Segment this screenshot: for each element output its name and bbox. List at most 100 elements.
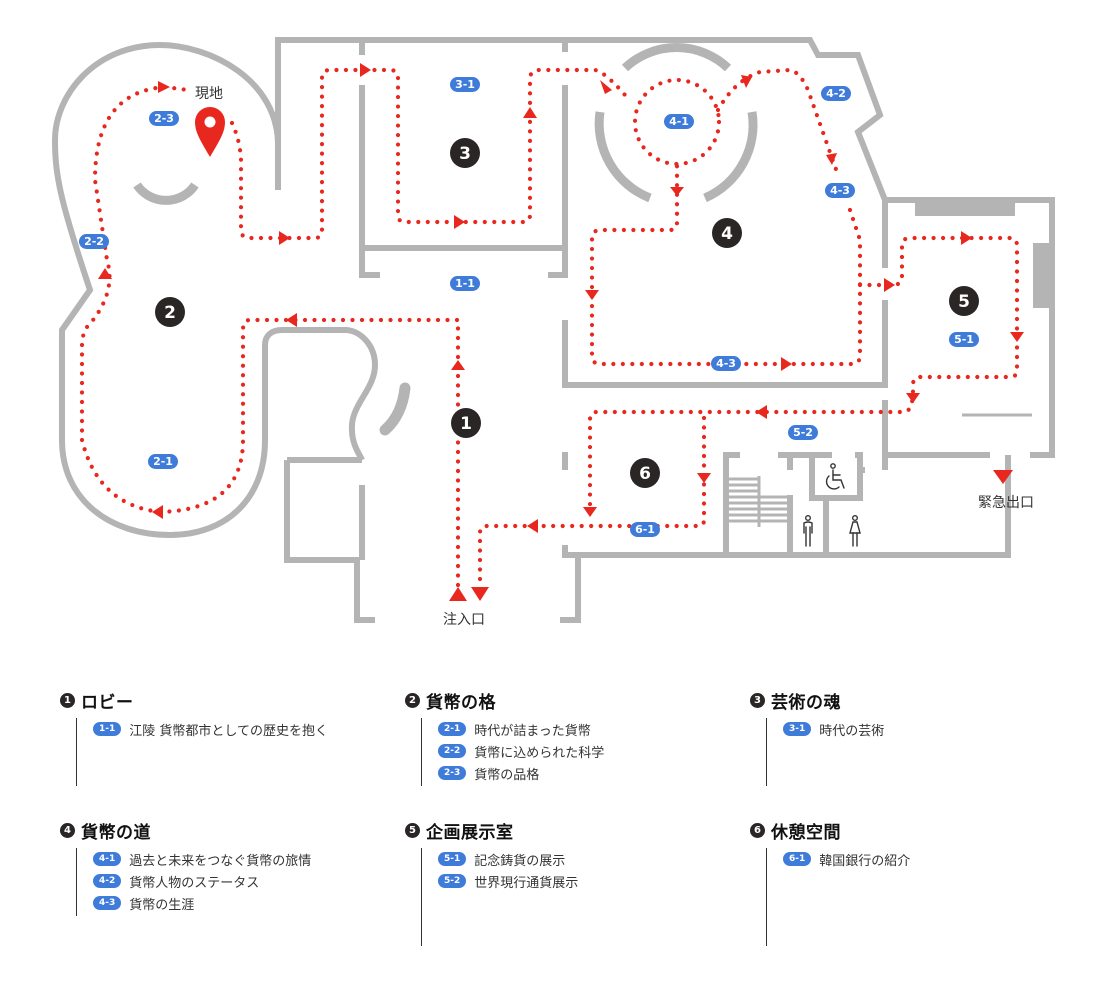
zone-marker[interactable]: 2 (155, 297, 185, 327)
zone-title: ロビー (81, 692, 134, 713)
section-code: 1-1 (93, 722, 122, 736)
legend-item[interactable]: 4-1 過去と未来をつなぐ貨幣の旅情 (93, 848, 380, 870)
legend-items: 1-1 江陵 貨幣都市としての歴史を抱く (76, 718, 380, 786)
zone-marker[interactable]: 4 (712, 218, 742, 248)
section-code: 4-1 (93, 852, 122, 866)
svg-text:4-3: 4-3 (830, 184, 850, 197)
zone-marker[interactable]: 3 (450, 138, 480, 168)
zone-title: 芸術の魂 (771, 692, 841, 713)
zone-markers: 1 2 3 4 5 6 (155, 138, 979, 488)
section-name: 時代が詰まった貨幣 (474, 723, 591, 739)
section-badge[interactable]: 4-2 (821, 86, 851, 101)
section-badge[interactable]: 4-3 (711, 356, 741, 371)
svg-text:2-3: 2-3 (154, 112, 174, 125)
male-restroom-icon (803, 515, 813, 547)
section-code: 2-3 (438, 766, 467, 780)
legend-items: 2-1 時代が詰まった貨幣 2-2 貨幣に込められた科学 2-3 貨幣の品格 (421, 718, 725, 786)
section-name: 記念鋳貨の展示 (474, 853, 566, 869)
svg-text:4-3: 4-3 (716, 357, 736, 370)
section-code: 2-1 (438, 722, 467, 736)
legend-item[interactable]: 5-1 記念鋳貨の展示 (438, 848, 725, 870)
svg-text:6: 6 (639, 464, 651, 484)
zone-marker[interactable]: 1 (451, 408, 481, 438)
section-code: 5-2 (438, 874, 467, 888)
current-location-label: 現地 (195, 86, 223, 102)
section-code: 4-3 (93, 896, 122, 910)
zone-number-badge: 6 (750, 822, 765, 838)
zone-title: 貨幣の道 (81, 822, 151, 843)
zone-number-badge: 2 (405, 692, 420, 708)
section-badge[interactable]: 5-1 (949, 332, 979, 347)
emergency-exit-label: 緊急出口 (978, 495, 1034, 511)
section-badge[interactable]: 2-2 (79, 234, 109, 249)
arrow-up-icon (449, 587, 467, 601)
section-code: 2-2 (438, 744, 467, 758)
walls (51, 37, 1055, 623)
svg-text:2-2: 2-2 (84, 235, 104, 248)
svg-text:5: 5 (958, 292, 970, 312)
svg-text:4-2: 4-2 (826, 87, 846, 100)
svg-text:5-2: 5-2 (793, 426, 813, 439)
section-name: 貨幣に込められた科学 (474, 745, 605, 761)
legend-item[interactable]: 2-1 時代が詰まった貨幣 (438, 718, 725, 740)
section-name: 韓国銀行の紹介 (819, 853, 911, 869)
section-badge[interactable]: 2-1 (148, 454, 178, 469)
emergency-exit-arrow-icon (993, 470, 1013, 484)
floor-map: 現地 注入口 緊急出口 1 2 3 4 5 6 1-1 2-1 2-2 2-3 … (51, 37, 1055, 628)
section-name: 貨幣人物のステータス (129, 875, 260, 891)
zone-number-badge: 3 (750, 692, 765, 708)
svg-text:4-1: 4-1 (669, 115, 689, 128)
section-badge[interactable]: 5-2 (788, 425, 818, 440)
section-badge[interactable]: 2-3 (149, 111, 179, 126)
zone-title: 休憩空間 (771, 822, 841, 843)
svg-text:3: 3 (459, 144, 471, 164)
section-code: 4-2 (93, 874, 122, 888)
entrance-label: 注入口 (443, 612, 485, 628)
zone-number-badge: 5 (405, 822, 420, 838)
zone-number-badge: 1 (60, 692, 75, 708)
section-code: 5-1 (438, 852, 467, 866)
stairs-icon (728, 476, 788, 527)
section-badges: 1-1 2-1 2-2 2-3 3-1 4-1 4-2 4-3 4-3 5-1 … (79, 77, 979, 537)
section-badge[interactable]: 4-3 (825, 183, 855, 198)
legend-item[interactable]: 2-3 貨幣の品格 (438, 762, 725, 784)
arrow-down-icon (471, 587, 489, 601)
svg-text:5-1: 5-1 (954, 333, 974, 346)
current-location-marker[interactable]: 現地 (195, 86, 225, 157)
legend-item[interactable]: 4-2 貨幣人物のステータス (93, 870, 380, 892)
section-badge[interactable]: 3-1 (450, 77, 480, 92)
section-name: 貨幣の品格 (474, 767, 540, 783)
svg-text:2: 2 (164, 303, 176, 323)
svg-text:3-1: 3-1 (455, 78, 475, 91)
legend-zone-2: 2 貨幣の格 2-1 時代が詰まった貨幣 2-2 貨幣に込められた科学 2-3 貨幣の品… (405, 688, 725, 786)
section-name: 江陵 貨幣都市としての歴史を抱く (129, 723, 329, 739)
route-arrows (98, 63, 1024, 601)
zone-marker[interactable]: 5 (949, 286, 979, 316)
section-badge[interactable]: 4-1 (664, 114, 694, 129)
section-badge[interactable]: 1-1 (450, 276, 480, 291)
legend-zone-1: 1 ロビー 1-1 江陵 貨幣都市としての歴史を抱く (60, 688, 380, 786)
zone-marker[interactable]: 6 (630, 458, 660, 488)
female-restroom-icon (849, 515, 861, 547)
svg-text:4: 4 (721, 224, 733, 244)
svg-text:2-1: 2-1 (153, 455, 173, 468)
legend-item[interactable]: 1-1 江陵 貨幣都市としての歴史を抱く (93, 718, 380, 740)
zone-number-badge: 4 (60, 822, 75, 838)
svg-text:6-1: 6-1 (635, 523, 655, 536)
section-name: 過去と未来をつなぐ貨幣の旅情 (129, 853, 312, 869)
zone-title: 貨幣の格 (426, 692, 496, 713)
section-badge[interactable]: 6-1 (630, 522, 660, 537)
legend-zone-4: 4 貨幣の道 4-1 過去と未来をつなぐ貨幣の旅情 4-2 貨幣人物のステータス 4-… (60, 818, 380, 916)
wheelchair-icon (825, 463, 845, 490)
legend-item[interactable]: 2-2 貨幣に込められた科学 (438, 740, 725, 762)
